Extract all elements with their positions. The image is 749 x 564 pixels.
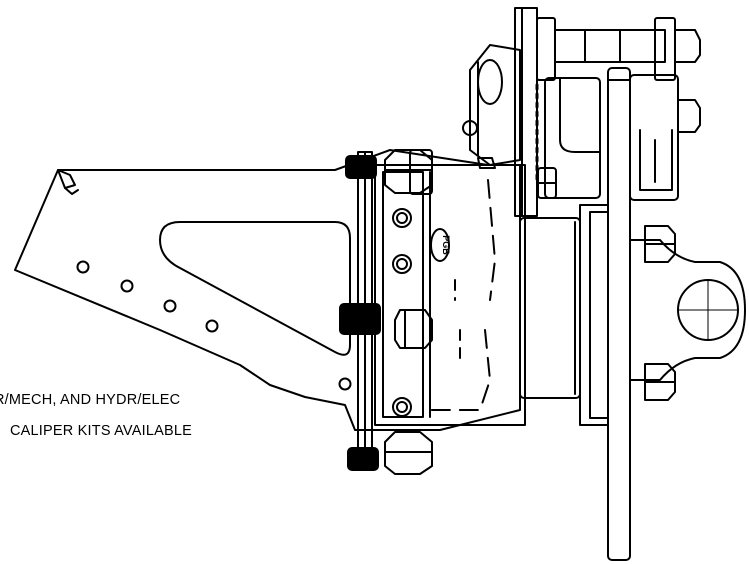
svg-text:PGB: PGB: [441, 235, 451, 255]
mounting-bracket: [14, 149, 521, 431]
actuator-assembly: [462, 7, 701, 217]
bracket-hole: [338, 377, 352, 391]
hub-flange: [629, 225, 746, 401]
brake-rotor: [607, 67, 631, 561]
bracket-hole: [205, 319, 219, 333]
bracket-hole: [120, 279, 134, 293]
caliper-bolts: [384, 149, 433, 475]
bracket-hole: [76, 260, 90, 274]
threaded-studs: [339, 155, 381, 471]
callout-text-line-1: R/MECH, AND HYDR/ELEC: [0, 392, 181, 408]
bracket-slot: [159, 221, 351, 356]
caliper-body: PGB: [374, 164, 526, 426]
callout-text-line-2: CALIPER KITS AVAILABLE: [10, 423, 192, 439]
rotor-hub: [519, 204, 609, 426]
bracket-hole: [163, 299, 177, 313]
manufacturer-emblem: PGB: [430, 228, 451, 262]
